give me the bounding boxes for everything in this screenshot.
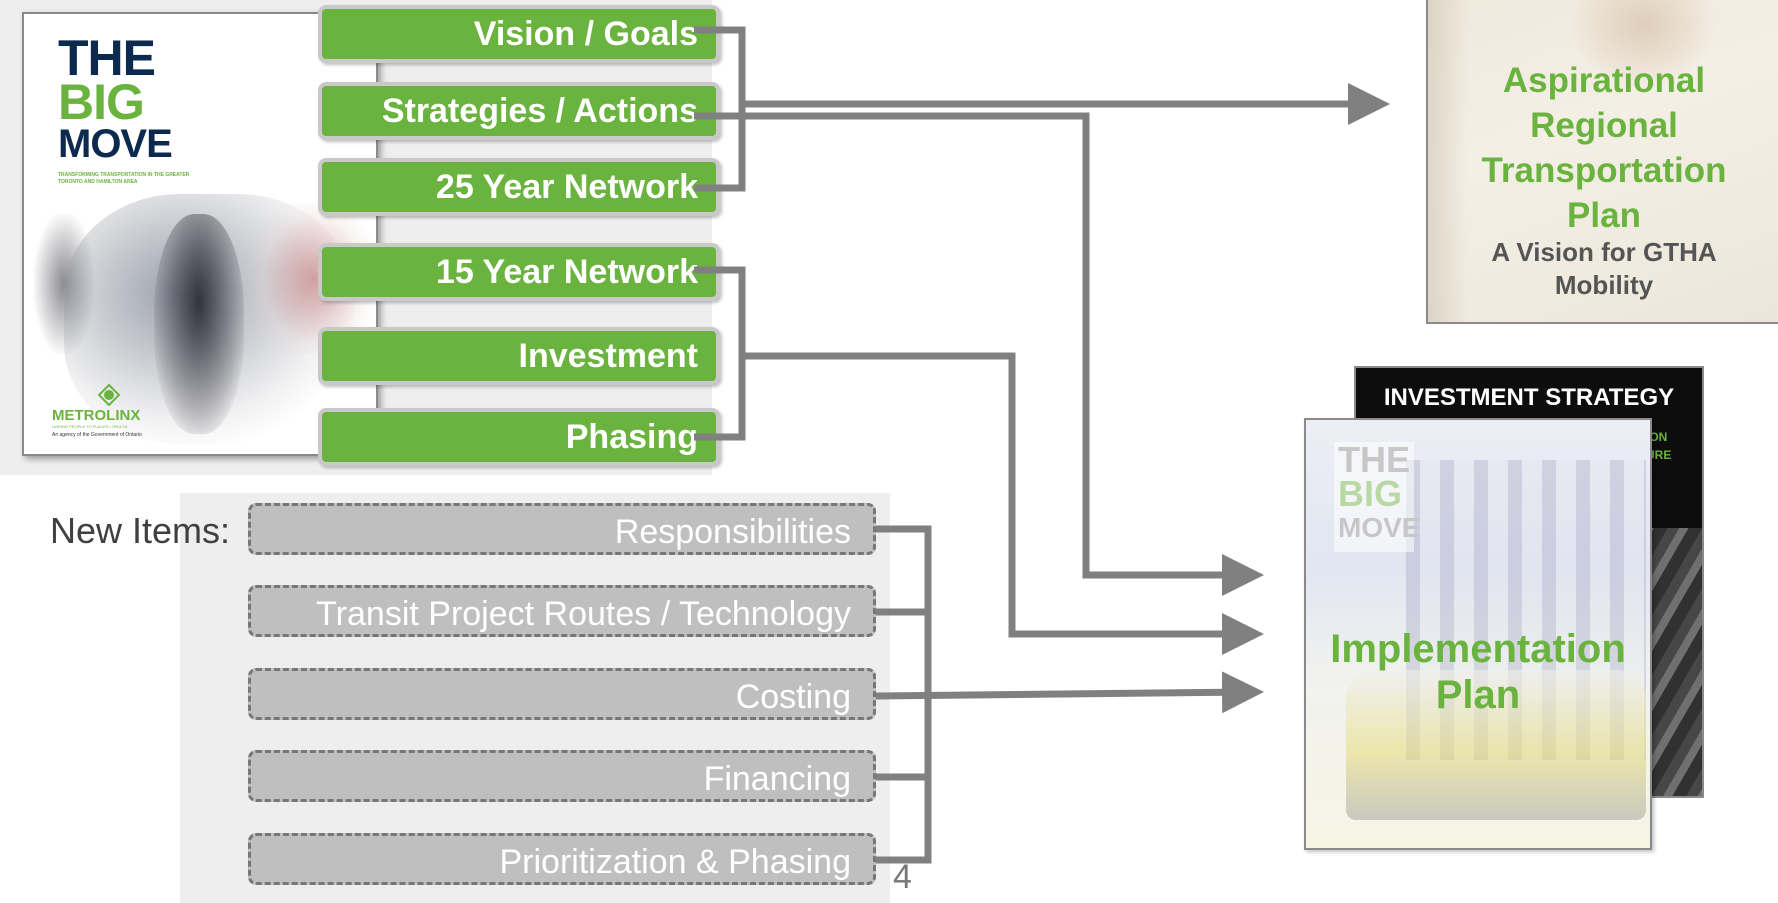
new-item-financing: Financing (248, 750, 876, 802)
cover-title-big: BIG (58, 74, 145, 130)
subtitle-line: Mobility (1554, 270, 1654, 300)
title-line: Implementation (1330, 627, 1626, 671)
item-strategies-actions: Strategies / Actions (318, 82, 720, 140)
new-item-responsibilities: Responsibilities (248, 503, 876, 555)
aspirational-plan-title: Aspirational Regional Transportation Pla… (1428, 58, 1778, 238)
logo-big: BIG (1338, 473, 1403, 514)
title-line: Plan (1435, 673, 1521, 717)
photo-texture (1428, 0, 1468, 322)
aspirational-plan-subtitle: A Vision for GTHA Mobility (1428, 236, 1778, 302)
aspirational-plan-document: Aspirational Regional Transportation Pla… (1426, 0, 1778, 324)
item-vision-goals: Vision / Goals (318, 5, 720, 63)
investment-strategy-title: INVESTMENT STRATEGY (1383, 384, 1675, 411)
arrow-investment-to-implementation (742, 352, 1264, 655)
big-move-cover: THE BIG MOVE TRANSFORMING TRANSPORTATION… (22, 12, 378, 456)
metrolinx-tagline: LINKING PEOPLE TO PLACES • ON A TA (52, 424, 128, 429)
item-investment: Investment (318, 327, 720, 385)
subtitle-line: A Vision for GTHA (1491, 237, 1717, 267)
title-line: Transportation (1481, 151, 1727, 190)
metrolinx-logo-icon (98, 384, 120, 406)
investment-subtitle-fragment: URE (1646, 448, 1672, 462)
big-move-logo-faded (1334, 442, 1414, 552)
bracket-group-1 (694, 26, 746, 192)
page-number: 4 (893, 858, 912, 896)
implementation-plan-title: Implementation Plan (1306, 626, 1650, 718)
bracket-group-2 (694, 266, 746, 441)
title-line: Regional (1530, 106, 1678, 145)
logo-the: THE (1338, 439, 1410, 480)
cover-title-move: MOVE (58, 122, 173, 166)
metrolinx-wordmark: METROLINX (52, 407, 141, 424)
new-item-label: Costing (735, 678, 851, 716)
new-item-label: Prioritization & Phasing (499, 843, 851, 881)
new-item-label: Transit Project Routes / Technology (316, 595, 851, 633)
new-item-label: Responsibilities (614, 513, 851, 551)
agency-note: An agency of the Government of Ontario (52, 432, 142, 438)
item-15-year-network: 15 Year Network (318, 243, 720, 301)
item-25-year-network: 25 Year Network (318, 158, 720, 216)
implementation-plan-document: THE BIG MOVE Implementation Plan (1304, 418, 1652, 850)
new-item-costing: Costing (248, 668, 876, 720)
cover-photo-blur (154, 214, 244, 434)
title-line: Plan (1567, 196, 1641, 235)
new-item-prioritization-phasing: Prioritization & Phasing (248, 833, 876, 885)
item-phasing: Phasing (318, 408, 720, 466)
new-item-label: Financing (703, 760, 851, 798)
cover-subtitle: TRANSFORMING TRANSPORTATION IN THE GREAT… (58, 172, 190, 185)
train-photo (1346, 670, 1646, 820)
cover-title-the: THE (58, 30, 156, 86)
title-line: Aspirational (1502, 61, 1706, 100)
new-item-transit-routes: Transit Project Routes / Technology (248, 585, 876, 637)
logo-move: MOVE (1338, 512, 1421, 543)
new-items-label: New Items: (50, 510, 231, 551)
arrow-new-items-to-implementation (875, 671, 1264, 714)
arrow-strategies-to-implementation (694, 112, 1264, 596)
